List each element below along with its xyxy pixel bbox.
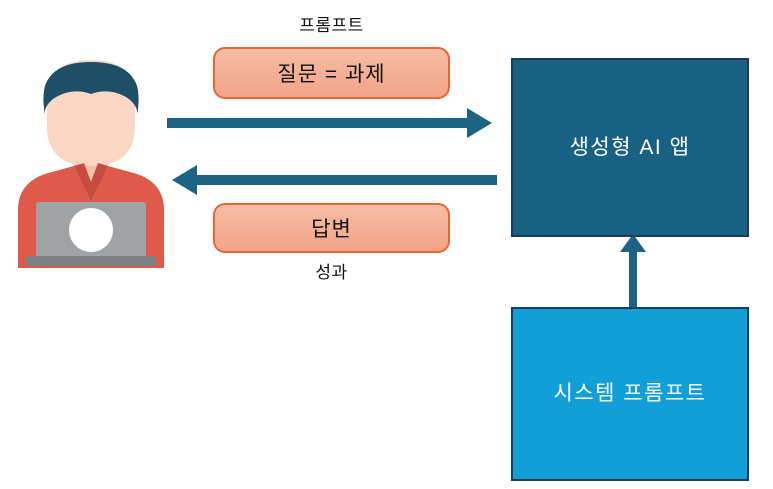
pill-answer-label: 답변 xyxy=(311,218,352,241)
avatar-collar xyxy=(74,163,108,202)
caption-prompt: 프롬프트 xyxy=(299,16,364,35)
node-system-prompt[interactable]: 시스템 프롬프트 xyxy=(511,307,749,481)
user-person-laptop-icon xyxy=(18,60,164,268)
node-generative-ai-app-label: 생성형 AI 앱 xyxy=(569,135,691,159)
caption-outcome: 성과 xyxy=(315,263,348,282)
pill-answer[interactable]: 답변 xyxy=(213,203,450,253)
avatar-hair-top xyxy=(43,66,139,96)
pill-prompt-question[interactable]: 질문 = 과제 xyxy=(213,47,450,99)
arrow-user-to-genai xyxy=(167,108,492,138)
avatar-laptop-dot xyxy=(69,208,113,252)
arrow-system-prompt-to-genai xyxy=(620,234,646,310)
node-generative-ai-app[interactable]: 생성형 AI 앱 xyxy=(511,58,749,237)
node-system-prompt-label: 시스템 프롬프트 xyxy=(553,382,707,406)
pill-prompt-question-label: 질문 = 과제 xyxy=(277,63,386,86)
avatar-laptop-base xyxy=(26,256,156,266)
arrow-genai-to-user xyxy=(172,165,497,195)
